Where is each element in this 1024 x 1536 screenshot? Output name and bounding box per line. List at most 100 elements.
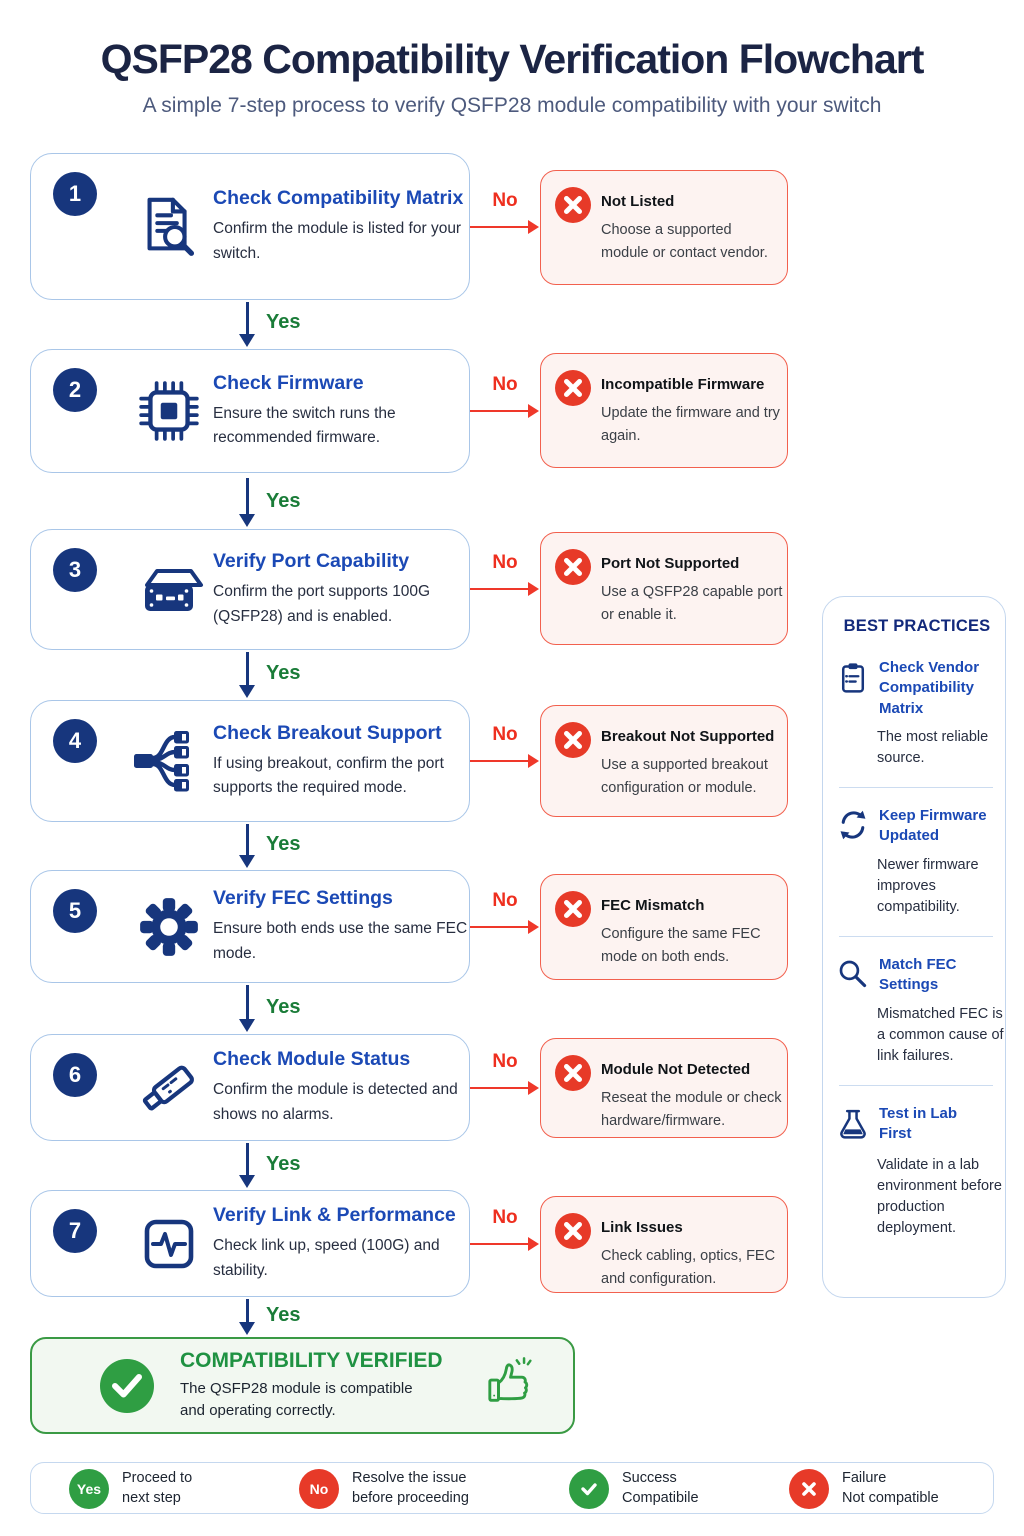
no-connector-line <box>470 759 530 763</box>
down-arrowhead-icon <box>238 334 255 347</box>
step-6-title: Check Module Status <box>213 1048 411 1071</box>
page-title: QSFP28 Compatibility Verification Flowch… <box>100 36 925 82</box>
no-arrowhead-icon <box>528 220 539 234</box>
no-arrowhead-icon <box>528 920 539 934</box>
step-4-box: 4 Check Breakout Support If using breako… <box>30 700 470 822</box>
step-4-desc: If using breakout, confirm the port supp… <box>213 754 444 796</box>
error-3-box: Port Not Supported Use a QSFP28 capable … <box>540 532 788 645</box>
error-6-box: Module Not Detected Reseat the module or… <box>540 1038 788 1138</box>
yes-label: Yes <box>266 490 301 512</box>
no-label: No <box>492 1207 518 1228</box>
yes-label: Yes <box>266 662 301 684</box>
yes-label: Yes <box>266 1153 301 1175</box>
step-6-number-badge: 6 <box>53 1053 97 1097</box>
refresh-icon <box>837 806 869 847</box>
step-1-desc: Confirm the module is listed for your sw… <box>213 220 462 262</box>
best-practices-panel: BEST PRACTICES Check Vendor Compatibilit… <box>822 596 1006 1298</box>
yes-connector-line <box>245 1143 249 1175</box>
step-7-desc: Check link up, speed (100G) and stabilit… <box>213 1237 440 1279</box>
no-connector-line <box>470 925 530 929</box>
document-search-icon <box>129 154 209 299</box>
x-circle-icon <box>555 891 591 927</box>
x-circle-icon <box>555 549 591 585</box>
step-3-number-badge: 3 <box>53 548 97 592</box>
error-6-title: Module Not Detected <box>601 1061 751 1078</box>
legend-item-success: Success Compatibile <box>569 1463 699 1515</box>
check-circle-icon <box>100 1358 154 1413</box>
step-2-title: Check Firmware <box>213 371 364 394</box>
error-3-title: Port Not Supported <box>601 555 740 572</box>
best-practice-item: Keep Firmware Updated Newer firmware imp… <box>837 806 997 918</box>
error-3-desc: Use a QSFP28 capable port or enable it. <box>601 584 783 624</box>
best-practice-item: Match FEC Settings Mismatched FEC is a c… <box>837 955 1004 1067</box>
step-7-title: Verify Link & Performance <box>213 1204 456 1227</box>
down-arrowhead-icon <box>238 1019 255 1032</box>
x-circle-icon <box>555 370 591 406</box>
error-1-title: Not Listed <box>601 193 675 210</box>
no-arrowhead-icon <box>528 404 539 418</box>
x-circle-icon <box>555 1055 591 1091</box>
success-title: COMPATIBILITY VERIFIED <box>180 1348 443 1372</box>
error-1-box: Not Listed Choose a supported module or … <box>540 170 788 285</box>
success-desc: The QSFP28 module is compatible and oper… <box>180 1379 413 1420</box>
legend-label: before proceeding <box>352 1490 469 1506</box>
cpu-chip-icon <box>129 350 209 472</box>
x-circle-icon <box>555 187 591 223</box>
no-label: No <box>492 190 518 211</box>
best-practices-title: BEST PRACTICES <box>843 617 991 635</box>
no-connector-line <box>470 1086 530 1090</box>
step-1-box: 1 Check Compatibility Matrix Confirm the… <box>30 153 470 300</box>
success-box: COMPATIBILITY VERIFIED The QSFP28 module… <box>30 1337 575 1434</box>
step-4-title: Check Breakout Support <box>213 721 442 744</box>
no-label: No <box>492 1051 518 1072</box>
legend-item-yes: Yes Proceed to next step <box>69 1463 192 1515</box>
error-5-desc: Configure the same FEC mode on both ends… <box>601 926 761 966</box>
pulse-monitor-icon <box>129 1191 209 1296</box>
yes-badge-icon: Yes <box>69 1469 109 1509</box>
no-badge-icon: No <box>299 1469 339 1509</box>
breakout-cable-icon <box>129 701 209 821</box>
best-practice-title: Keep Firmware Updated <box>879 806 987 845</box>
x-circle-icon <box>555 722 591 758</box>
step-1-number-badge: 1 <box>53 172 97 216</box>
best-practice-item: Check Vendor Compatibility Matrix The mo… <box>837 658 997 769</box>
qsfp-module-icon <box>129 1035 209 1140</box>
down-arrowhead-icon <box>238 514 255 527</box>
down-arrowhead-icon <box>238 1175 255 1188</box>
step-7-box: 7 Verify Link & Performance Check link u… <box>30 1190 470 1297</box>
gear-icon <box>129 871 209 982</box>
no-arrowhead-icon <box>528 1081 539 1095</box>
legend-label: Success <box>622 1470 677 1487</box>
divider <box>839 935 993 937</box>
step-1-title: Check Compatibility Matrix <box>213 187 464 210</box>
page-subtitle: A simple 7-step process to verify QSFP28… <box>142 94 882 117</box>
x-circle-icon <box>555 1213 591 1249</box>
legend-label: Failure <box>842 1470 887 1487</box>
yes-connector-line <box>245 985 249 1019</box>
no-label: No <box>492 374 518 395</box>
step-2-box: 2 Check Firmware Ensure the switch runs … <box>30 349 470 473</box>
down-arrowhead-icon <box>238 1322 255 1335</box>
error-5-title: FEC Mismatch <box>601 897 705 914</box>
yes-connector-line <box>245 302 249 334</box>
divider <box>839 786 993 788</box>
no-connector-line <box>470 409 530 413</box>
best-practice-title: Check Vendor Compatibility Matrix <box>879 659 980 717</box>
yes-label: Yes <box>266 311 301 333</box>
error-7-box: Link Issues Check cabling, optics, FEC a… <box>540 1196 788 1293</box>
yes-connector-line <box>245 1299 249 1322</box>
no-connector-line <box>470 225 530 229</box>
thumbs-up-icon <box>485 1355 539 1416</box>
no-connector-line <box>470 587 530 591</box>
yes-label: Yes <box>266 833 301 855</box>
error-4-title: Breakout Not Supported <box>601 728 775 745</box>
step-5-number-badge: 5 <box>53 889 97 933</box>
step-2-number-badge: 2 <box>53 368 97 412</box>
error-4-box: Breakout Not Supported Use a supported b… <box>540 705 788 817</box>
best-practice-desc: The most reliable source. <box>877 728 989 766</box>
step-3-box: 3 Verify Port Capability Confirm the por… <box>30 529 470 650</box>
step-2-desc: Ensure the switch runs the recommended f… <box>213 404 396 446</box>
error-1-desc: Choose a supported module or contact ven… <box>601 222 768 262</box>
legend-label: Proceed to <box>122 1470 193 1487</box>
